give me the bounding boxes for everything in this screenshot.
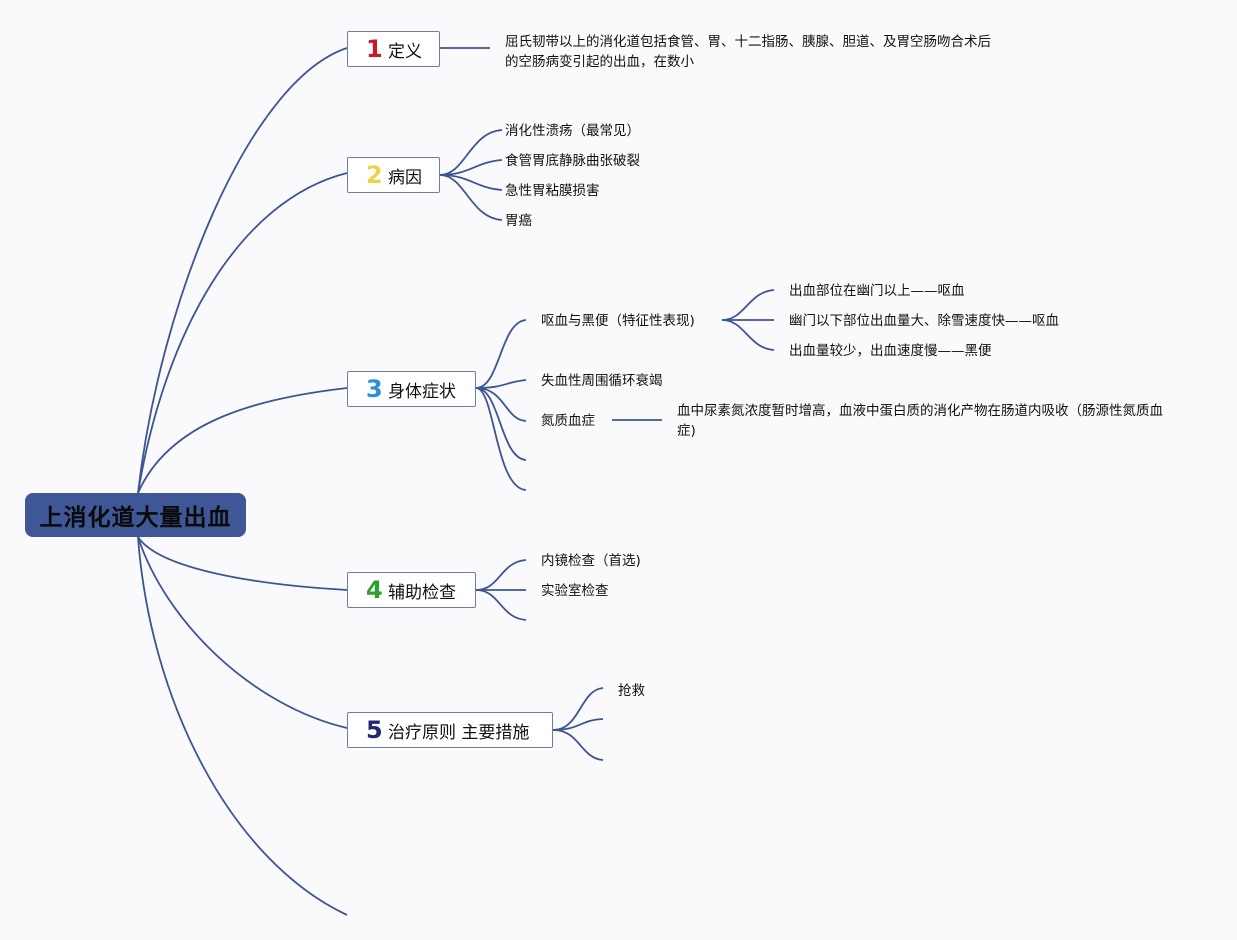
connector-topic5-leaf3 <box>552 729 604 761</box>
connector-topic2-leaf4 <box>439 174 503 221</box>
topic-causes[interactable]: 2 病因 <box>347 157 440 193</box>
symptom-item[interactable]: 呕血与黑便（特征性表现) <box>541 313 695 329</box>
cause-item[interactable]: 食管胃底静脉曲张破裂 <box>505 153 640 169</box>
topic-auxiliary-exams[interactable]: 4 辅助检查 <box>347 572 476 608</box>
connector-root-topic3 <box>137 387 348 494</box>
number-1-icon: 1 <box>366 35 383 63</box>
topic-label: 身体症状 <box>388 381 456 402</box>
topic-treatment[interactable]: 5 治疗原则 主要措施 <box>347 712 553 748</box>
connector-root-topic4 <box>137 536 348 591</box>
topic-definition[interactable]: 1 定义 <box>347 31 440 67</box>
symptom-subitem[interactable]: 出血量较少，出血速度慢——黑便 <box>789 343 992 359</box>
connector-topic3-leaf2 <box>475 379 527 389</box>
number-3-icon: 3 <box>366 375 383 403</box>
connector-topic3-leaf4 <box>475 387 527 461</box>
connector-topic3-leaf3 <box>475 387 527 422</box>
topic-label: 辅助检查 <box>388 582 456 603</box>
number-2-icon: 2 <box>366 161 383 189</box>
connector-topic3-leaf1 <box>475 319 527 389</box>
cause-item[interactable]: 消化性溃疡（最常见） <box>505 123 640 139</box>
connector-topic3-leaf5 <box>475 387 527 491</box>
exam-item[interactable]: 实验室检查 <box>541 583 609 599</box>
connector-topic2-leaf1 <box>439 129 503 176</box>
connector-topic4-leaf3 <box>475 589 527 621</box>
topic-label: 定义 <box>388 41 422 62</box>
symptom-item[interactable]: 失血性周围循环衰竭 <box>541 373 663 389</box>
number-5-icon: 5 <box>366 716 383 744</box>
connector-root-topic1 <box>137 47 348 494</box>
topic-label: 病因 <box>388 167 422 188</box>
symptom-item[interactable]: 氮质血症 <box>541 413 595 429</box>
root-topic-label: 上消化道大量出血 <box>39 505 232 531</box>
definition-text[interactable]: 屈氏韧带以上的消化道包括食管、胃、十二指肠、胰腺、胆道、及胃空肠吻合术后的空肠病… <box>505 34 991 70</box>
connector-subleaf1 <box>721 289 775 321</box>
connector-root-topic2 <box>137 172 348 494</box>
topic-symptoms[interactable]: 3 身体症状 <box>347 371 476 407</box>
connector-topic2-leaf3 <box>439 174 503 191</box>
root-topic[interactable]: 上消化道大量出血 <box>25 493 246 537</box>
number-4-icon: 4 <box>366 576 383 604</box>
connector-topic4-leaf1 <box>475 559 527 591</box>
topic-label: 治疗原则 主要措施 <box>388 722 530 743</box>
symptom-subitem[interactable]: 幽门以下部位出血量大、除雪速度快——呕血 <box>789 313 1059 329</box>
connector-topic5-leaf1 <box>552 687 604 731</box>
treatment-item[interactable]: 抢救 <box>618 683 645 699</box>
connector-root-topic5 <box>137 536 348 729</box>
connector-subleaf3 <box>721 319 775 351</box>
exam-item[interactable]: 内镜检查（首选) <box>541 553 641 569</box>
cause-item[interactable]: 胃癌 <box>505 213 532 229</box>
azotemia-detail[interactable]: 血中尿素氮浓度暂时增高，血液中蛋白质的消化产物在肠道内吸收（肠源性氮质血症) <box>677 403 1163 439</box>
symptom-subitem[interactable]: 出血部位在幽门以上——呕血 <box>789 283 965 299</box>
connector-root-extra <box>137 536 348 916</box>
cause-item[interactable]: 急性胃粘膜损害 <box>505 183 600 199</box>
